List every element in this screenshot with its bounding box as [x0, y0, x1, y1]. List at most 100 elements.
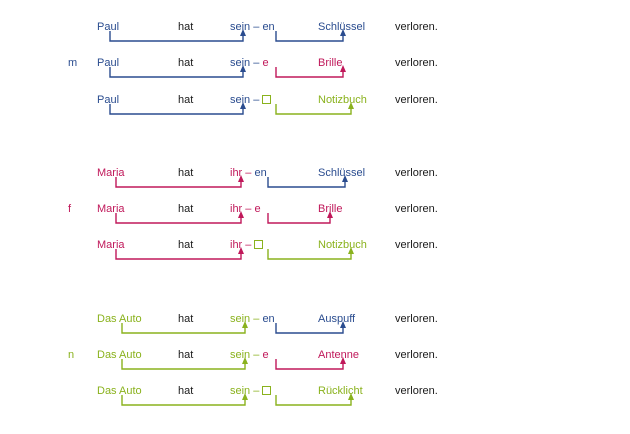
noun: Brille — [318, 57, 343, 69]
empty-ending-box — [262, 386, 272, 395]
subject: Maria — [97, 203, 125, 215]
connector-line — [109, 67, 244, 78]
verb-end: verloren. — [395, 385, 438, 397]
possessive: sein – en — [230, 313, 275, 326]
subject: Maria — [97, 239, 125, 251]
subject: Das Auto — [97, 349, 142, 361]
possessive-stem: ihr — [230, 239, 243, 251]
verb-end: verloren. — [395, 94, 438, 106]
arrow-head-icon — [242, 321, 248, 328]
verb: hat — [178, 385, 194, 397]
arrow-head-icon — [340, 357, 346, 364]
possessive: sein – — [230, 385, 272, 398]
noun: Rücklicht — [318, 385, 363, 397]
gender-label-n: n — [68, 349, 75, 361]
dash: – — [253, 21, 260, 33]
connector-line — [115, 213, 242, 224]
possessive-ending: en — [262, 21, 275, 33]
possessive-stem: sein — [230, 385, 251, 397]
connector-line — [275, 31, 344, 42]
dash: – — [245, 239, 252, 251]
verb-end: verloren. — [395, 239, 438, 251]
verb: hat — [178, 203, 194, 215]
dash: – — [245, 203, 252, 215]
gender-label-f: f — [68, 203, 72, 215]
connector-line — [121, 323, 246, 334]
connector-line — [115, 177, 242, 188]
connector-line — [275, 323, 344, 334]
noun: Brille — [318, 203, 343, 215]
possessive-stem: ihr — [230, 203, 243, 215]
dash: – — [253, 385, 260, 397]
dash: – — [245, 167, 252, 179]
possessive-stem: sein — [230, 21, 251, 33]
connector-line — [109, 31, 244, 42]
possessive-ending: e — [262, 57, 269, 69]
subject: Maria — [97, 167, 125, 179]
verb: hat — [178, 167, 194, 179]
arrow-head-icon — [340, 65, 346, 72]
noun: Notizbuch — [318, 239, 367, 251]
connector-line — [267, 213, 331, 224]
noun: Schlüssel — [318, 21, 366, 33]
arrow-head-icon — [348, 247, 354, 254]
connector-line — [121, 395, 246, 406]
noun: Antenne — [318, 349, 359, 361]
verb: hat — [178, 349, 194, 361]
possessive-stem: sein — [230, 313, 251, 325]
arrow-head-icon — [327, 211, 333, 218]
arrow-head-icon — [238, 247, 244, 254]
possessive-stem: sein — [230, 57, 251, 69]
connector-line — [275, 359, 344, 370]
subject: Das Auto — [97, 313, 142, 325]
arrow-head-icon — [242, 393, 248, 400]
subject: Paul — [97, 94, 120, 106]
subject: Das Auto — [97, 385, 142, 397]
possessive-ending: e — [254, 203, 261, 215]
arrow-head-icon — [240, 102, 246, 109]
dash: – — [253, 94, 260, 106]
verb: hat — [178, 94, 194, 106]
connector-line — [275, 104, 352, 115]
empty-ending-box — [254, 240, 264, 249]
arrow-head-icon — [340, 321, 346, 328]
verb-end: verloren. — [395, 167, 438, 179]
connector-line — [115, 249, 242, 260]
possessive: sein – e — [230, 57, 269, 70]
connector-line — [267, 177, 346, 188]
verb-end: verloren. — [395, 349, 438, 361]
dash: – — [253, 349, 260, 361]
possessive: ihr – e — [230, 203, 261, 216]
arrow-head-icon — [238, 175, 244, 182]
arrow-head-icon — [348, 102, 354, 109]
verb-end: verloren. — [395, 313, 438, 325]
arrow-head-icon — [240, 65, 246, 72]
connector-line — [275, 395, 352, 406]
dash: – — [253, 313, 260, 325]
gender-label-m: m — [68, 57, 78, 69]
noun: Auspuff — [318, 313, 356, 325]
connector-line — [109, 104, 244, 115]
empty-ending-box — [262, 95, 272, 104]
verb: hat — [178, 313, 194, 325]
dash: – — [253, 57, 260, 69]
arrow-head-icon — [348, 393, 354, 400]
connector-line — [121, 359, 246, 370]
arrow-head-icon — [242, 357, 248, 364]
possessive: sein – en — [230, 21, 275, 34]
verb-end: verloren. — [395, 203, 438, 215]
subject: Paul — [97, 57, 120, 69]
noun: Notizbuch — [318, 94, 367, 106]
arrow-head-icon — [342, 175, 348, 182]
arrow-head-icon — [238, 211, 244, 218]
possessive: sein – — [230, 94, 272, 107]
verb-end: verloren. — [395, 21, 438, 33]
connector-line — [275, 67, 344, 78]
verb-end: verloren. — [395, 57, 438, 69]
arrow-head-icon — [340, 29, 346, 36]
verb: hat — [178, 239, 194, 251]
subject: Paul — [97, 21, 120, 33]
arrow-head-icon — [240, 29, 246, 36]
possessive: sein – e — [230, 349, 269, 362]
possessive-ending: en — [262, 313, 275, 325]
